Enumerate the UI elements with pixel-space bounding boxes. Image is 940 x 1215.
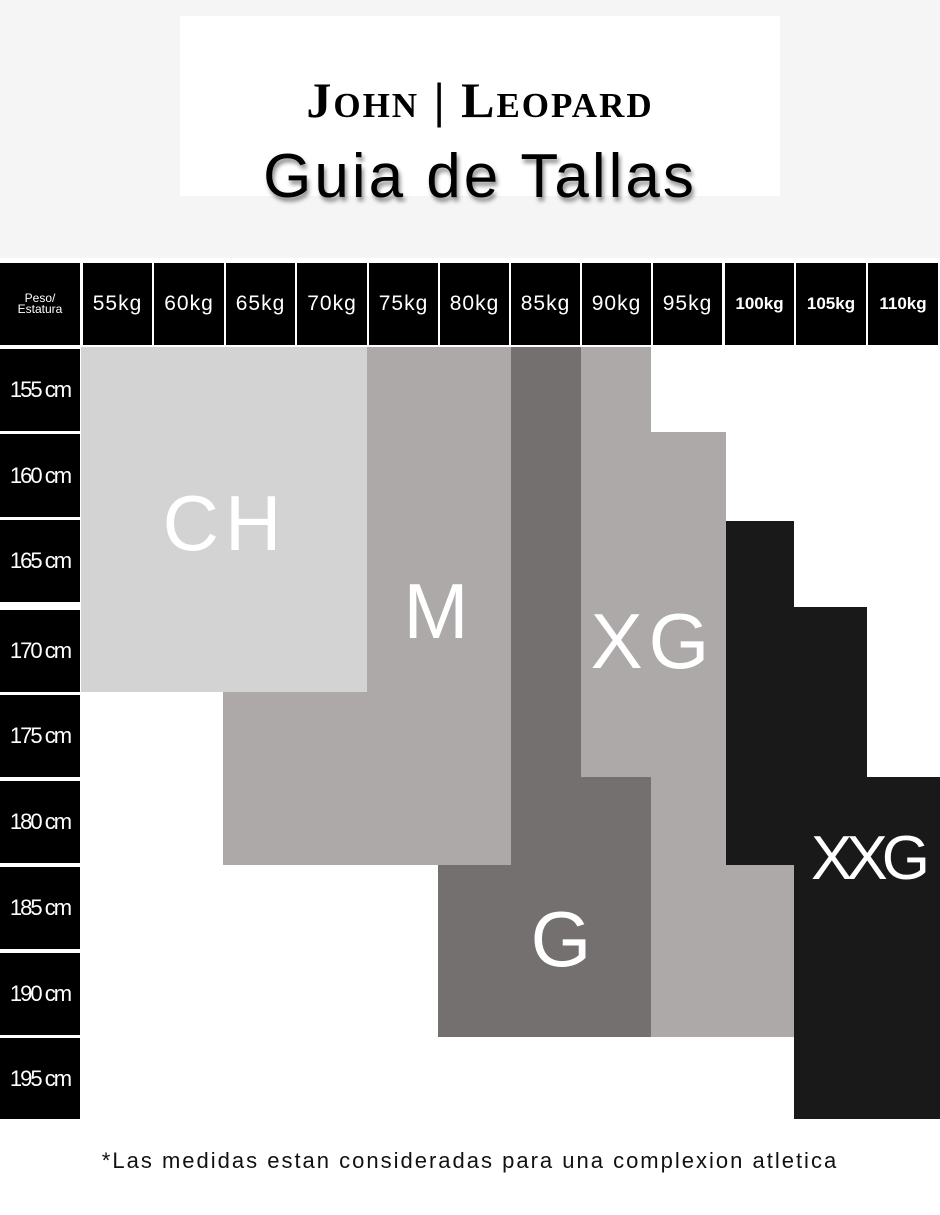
height-header-2: 165 cm: [0, 520, 80, 602]
size-block-xxg-mid: [794, 607, 867, 1119]
title-box: [180, 16, 780, 196]
footnote: *Las medidas estan consideradas para una…: [101, 1148, 839, 1173]
height-header-8: 195 cm: [0, 1038, 80, 1119]
height-header-6: 185 cm: [0, 867, 80, 949]
weight-header-2: 65kg: [226, 263, 295, 345]
size-label-m: M: [403, 567, 469, 655]
weight-header-1: 60kg: [154, 263, 224, 345]
size-block-m-lower: [223, 692, 367, 865]
size-block-xg: [581, 347, 651, 777]
size-block-g-lower: [438, 865, 511, 1037]
brand-logo: John | Leopard: [306, 72, 654, 128]
size-block-xxg-right: [867, 777, 940, 1119]
weight-header-6: 85kg: [511, 263, 580, 345]
weight-header-4: 75kg: [369, 263, 438, 345]
weight-header-7: 90kg: [582, 263, 651, 345]
corner-label-weight: Peso/: [24, 291, 56, 305]
corner-header: Peso/ Estatura: [0, 263, 80, 345]
size-block-g-right: [581, 777, 651, 1037]
size-block-xxg: [726, 521, 794, 865]
size-block-xg-wide: [651, 432, 726, 1037]
height-header-1: 160 cm: [0, 434, 80, 517]
weight-header-0: 55kg: [83, 263, 152, 345]
height-header-5: 180 cm: [0, 781, 80, 863]
size-block-m: [367, 347, 511, 865]
height-header-3: 170 cm: [0, 610, 80, 692]
size-block-g: [511, 347, 581, 1037]
size-label-g: G: [530, 895, 592, 983]
size-block-xg-lower: [726, 865, 794, 1037]
height-header-0: 155 cm: [0, 349, 80, 431]
weight-header-9: 100kg: [725, 263, 794, 345]
page-title: Guia de Tallas: [263, 142, 697, 211]
size-label-xg: XG: [590, 597, 716, 685]
size-label-xxg: XXG: [811, 824, 930, 893]
weight-header-3: 70kg: [297, 263, 367, 345]
size-block-ch: [81, 347, 367, 692]
weight-header-11: 110kg: [868, 263, 938, 345]
weight-header-5: 80kg: [440, 263, 509, 345]
size-label-ch: CH: [162, 479, 288, 567]
height-header-4: 175 cm: [0, 695, 80, 777]
weight-header-10: 105kg: [796, 263, 866, 345]
height-header-7: 190 cm: [0, 953, 80, 1035]
corner-label-height: Estatura: [17, 302, 63, 316]
weight-header-8: 95kg: [653, 263, 722, 345]
